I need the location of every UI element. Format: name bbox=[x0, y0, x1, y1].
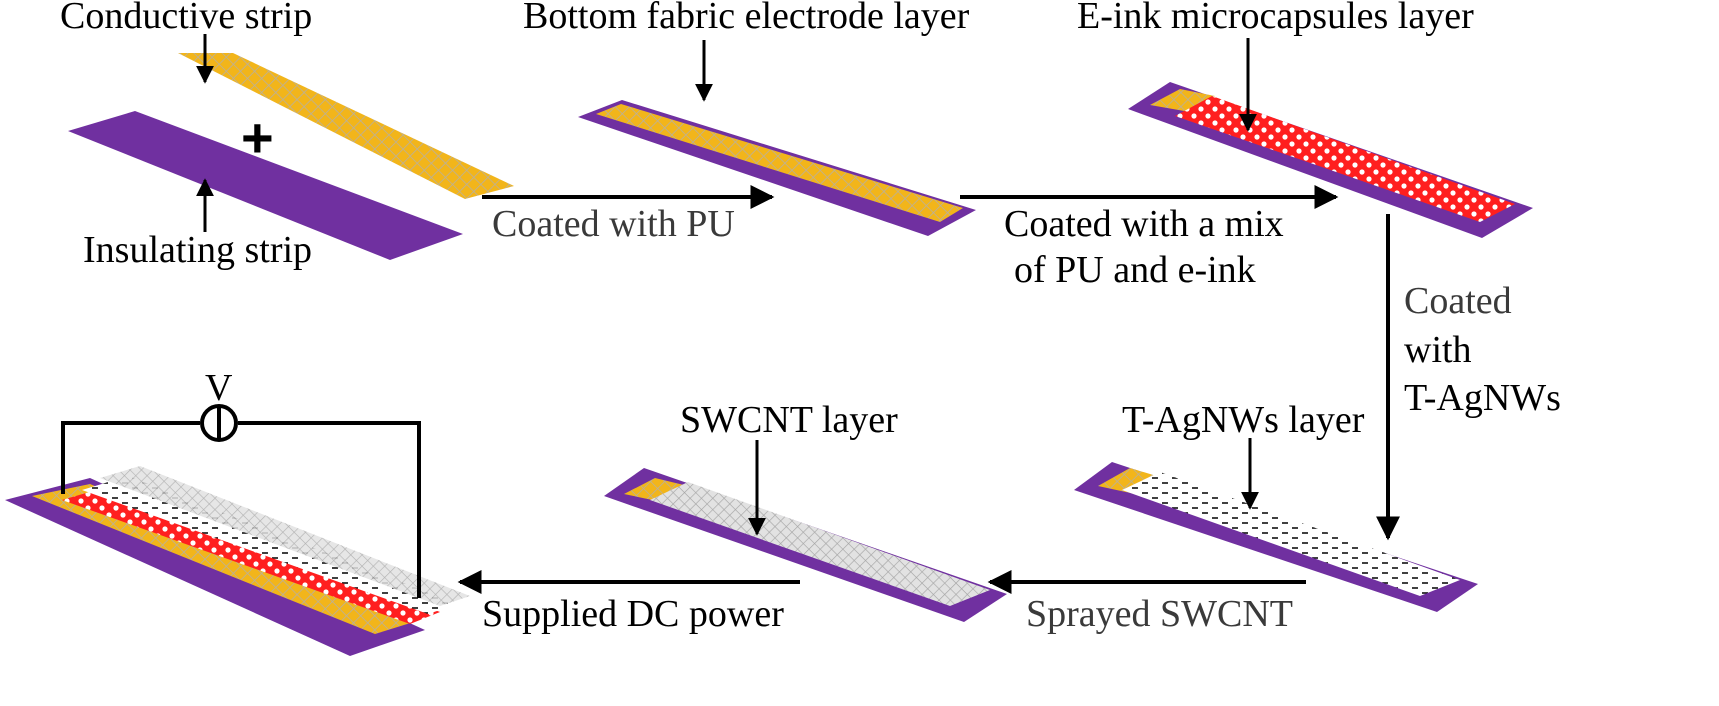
eink-layer-label: E-ink microcapsules layer bbox=[1077, 0, 1474, 37]
step-tagnws-label-line3: T-AgNWs bbox=[1404, 377, 1561, 419]
stage-5-swcnt: SWCNT layer bbox=[604, 399, 1007, 622]
stage6-swcnt-layer bbox=[100, 466, 470, 606]
stage-4-tagnws: T-AgNWs layer bbox=[1074, 399, 1478, 612]
stage3-eink-layer bbox=[1175, 96, 1515, 222]
process-arrows bbox=[457, 185, 1400, 594]
stage4-silver-layer bbox=[1122, 472, 1460, 596]
step-tagnws-label-line2: with bbox=[1404, 329, 1472, 371]
stage5-swcnt-layer bbox=[650, 482, 990, 606]
plus-sign: + bbox=[241, 106, 274, 169]
stage-2-bottom-electrode: Bottom fabric electrode layer bbox=[523, 0, 976, 236]
stage6-silver-layer bbox=[82, 476, 458, 614]
stage-3-eink: E-ink microcapsules layer bbox=[1077, 0, 1533, 238]
step-mix-label-line2: of PU and e-ink bbox=[1014, 249, 1256, 291]
step-pu-label: Coated with PU bbox=[492, 203, 735, 245]
bottom-electrode-label: Bottom fabric electrode layer bbox=[523, 0, 970, 37]
stage2-conductive-layer bbox=[596, 104, 963, 222]
insulating-strip-shape bbox=[68, 111, 463, 260]
voltage-label: V bbox=[205, 367, 233, 409]
step-labels: Coated with PU Coated with a mix of PU a… bbox=[482, 203, 1561, 635]
stage-1-strips: Conductive strip + Insulating strip bbox=[60, 0, 514, 271]
conductive-strip-shape bbox=[178, 53, 514, 199]
step-spray-label: Sprayed SWCNT bbox=[1026, 593, 1293, 635]
power-circuit-wire-right bbox=[238, 421, 421, 598]
tagnws-layer-label: T-AgNWs layer bbox=[1122, 399, 1365, 441]
stage6-eink-layer bbox=[62, 486, 440, 624]
stage-6-device: V bbox=[5, 367, 470, 656]
step-tagnws-label-line1: Coated bbox=[1404, 280, 1512, 322]
swcnt-layer-label: SWCNT layer bbox=[680, 399, 898, 441]
stage5-conductive-layer bbox=[624, 478, 688, 502]
step-power-label: Supplied DC power bbox=[482, 593, 784, 635]
insulating-strip-label: Insulating strip bbox=[83, 229, 312, 271]
conductive-strip-label: Conductive strip bbox=[60, 0, 312, 37]
step-mix-label-line1: Coated with a mix bbox=[1004, 203, 1284, 245]
power-circuit-wire bbox=[61, 421, 200, 494]
